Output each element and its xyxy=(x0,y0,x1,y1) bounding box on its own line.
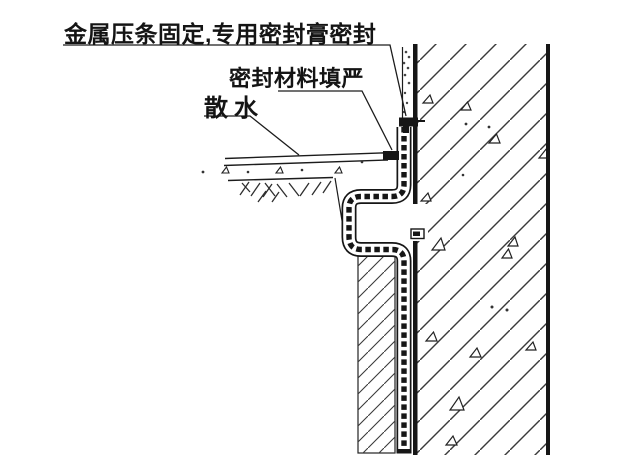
soil-hatch xyxy=(239,180,332,203)
concrete-wall xyxy=(412,44,550,455)
waterproof-membrane xyxy=(341,127,412,454)
membrane-groove-tab xyxy=(410,228,425,240)
annotation-batten-seal: 金属压条固定,专用密封膏密封 xyxy=(64,21,377,47)
wall-right-edge xyxy=(546,44,550,455)
apron-aggregate xyxy=(201,160,364,174)
sealing-material-fill xyxy=(383,151,399,160)
leader-batten-seal xyxy=(63,44,407,117)
metal-batten xyxy=(399,117,425,133)
leader-seal-material xyxy=(278,90,393,151)
leader-lines xyxy=(63,44,407,156)
aggregate-dots xyxy=(461,122,509,312)
wall-left-edge-lower xyxy=(413,241,418,455)
annotation-apron: 散水 xyxy=(204,95,264,122)
membrane-bottom-cap xyxy=(396,449,412,454)
annotation-seal-material: 密封材料填严 xyxy=(229,66,365,91)
sealant-bead xyxy=(401,47,411,118)
protection-wall xyxy=(357,255,396,454)
leader-apron xyxy=(204,115,300,156)
